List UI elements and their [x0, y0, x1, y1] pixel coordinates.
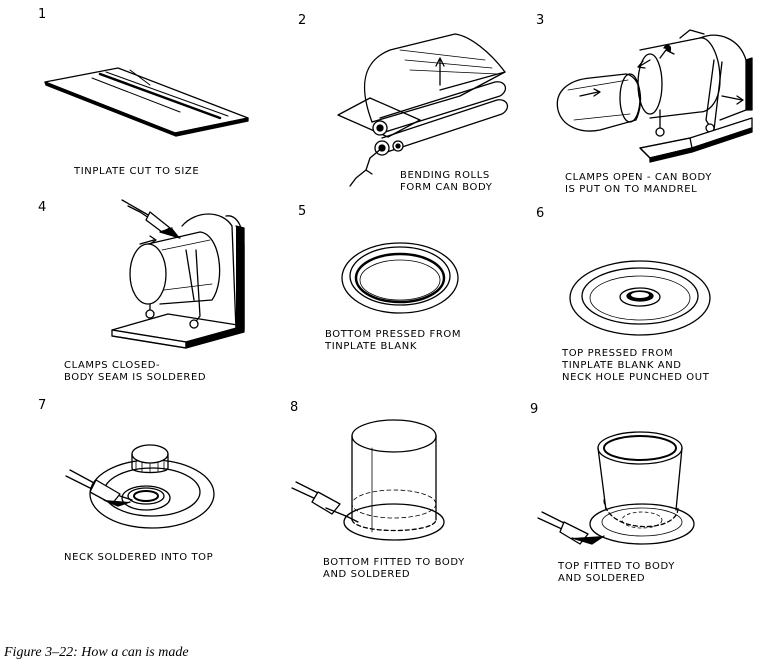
- mandrel-open-drawing: [556, 29, 753, 163]
- step-3-caption: CLAMPS OPEN - CAN BODY IS PUT ON TO MAND…: [565, 172, 712, 195]
- step-6-number: 6: [536, 206, 545, 221]
- step-7-caption: NECK SOLDERED INTO TOP: [64, 552, 214, 563]
- step-1-number: 1: [38, 7, 47, 22]
- figure-caption: Figure 3–22: How a can is made: [4, 645, 189, 660]
- can-top-drawing: [569, 260, 711, 336]
- step-3-number: 3: [536, 13, 545, 28]
- step-9-caption: TOP FITTED TO BODY AND SOLDERED: [558, 561, 675, 584]
- step-8-caption: BOTTOM FITTED TO BODY AND SOLDERED: [323, 557, 465, 580]
- step-5-caption: BOTTOM PRESSED FROM TINPLATE BLANK: [325, 329, 462, 352]
- step-7-number: 7: [38, 398, 47, 413]
- tinplate-sheet-drawing: [44, 67, 249, 137]
- step-4-caption: CLAMPS CLOSED- BODY SEAM IS SOLDERED: [64, 360, 207, 383]
- mandrel-closed-drawing: [111, 199, 245, 349]
- step-2-number: 2: [298, 13, 307, 28]
- step-8-number: 8: [290, 400, 299, 415]
- step-1-caption: TINPLATE CUT TO SIZE: [74, 166, 200, 177]
- can-bottom-drawing: [341, 242, 459, 314]
- step-4-number: 4: [38, 200, 47, 215]
- step-5-number: 5: [298, 204, 307, 219]
- step-2-caption: BENDING ROLLS FORM CAN BODY: [400, 170, 493, 193]
- body-with-bottom-drawing: [291, 419, 445, 541]
- step-6-caption: TOP PRESSED FROM TINPLATE BLANK AND NECK…: [562, 348, 710, 383]
- neck-soldering-drawing: [65, 444, 215, 529]
- body-with-top-drawing: [537, 431, 695, 545]
- step-9-number: 9: [530, 402, 539, 417]
- bending-rolls-drawing: [337, 33, 509, 187]
